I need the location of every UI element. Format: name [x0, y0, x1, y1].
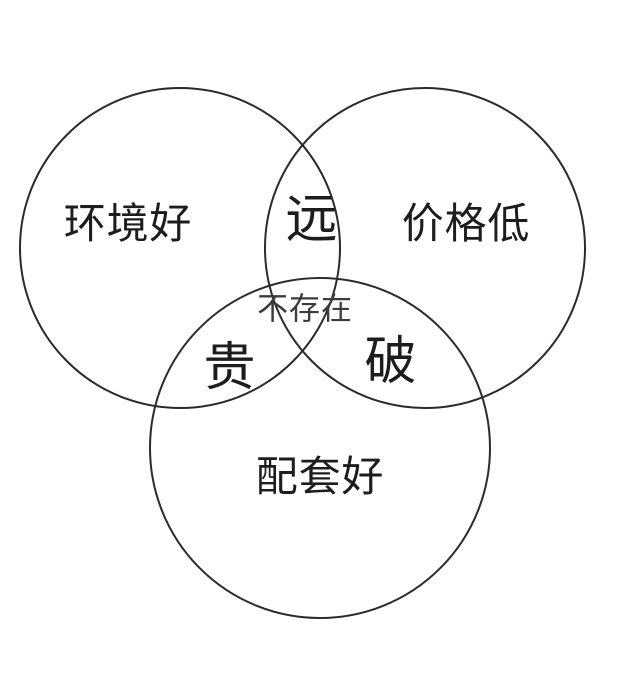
amenities-circle-label: 配套好 [255, 452, 385, 501]
nonexistent-center-label: 不存在 [257, 291, 353, 328]
price-circle [264, 87, 586, 409]
far-intersection-label: 远 [285, 190, 339, 250]
environment-circle [19, 87, 341, 409]
amenities-circle [149, 277, 491, 619]
expensive-intersection-label: 贵 [203, 338, 257, 398]
environment-circle-label: 环境好 [63, 199, 193, 248]
price-circle-label: 价格低 [401, 199, 531, 248]
rundown-intersection-label: 破 [364, 332, 418, 392]
